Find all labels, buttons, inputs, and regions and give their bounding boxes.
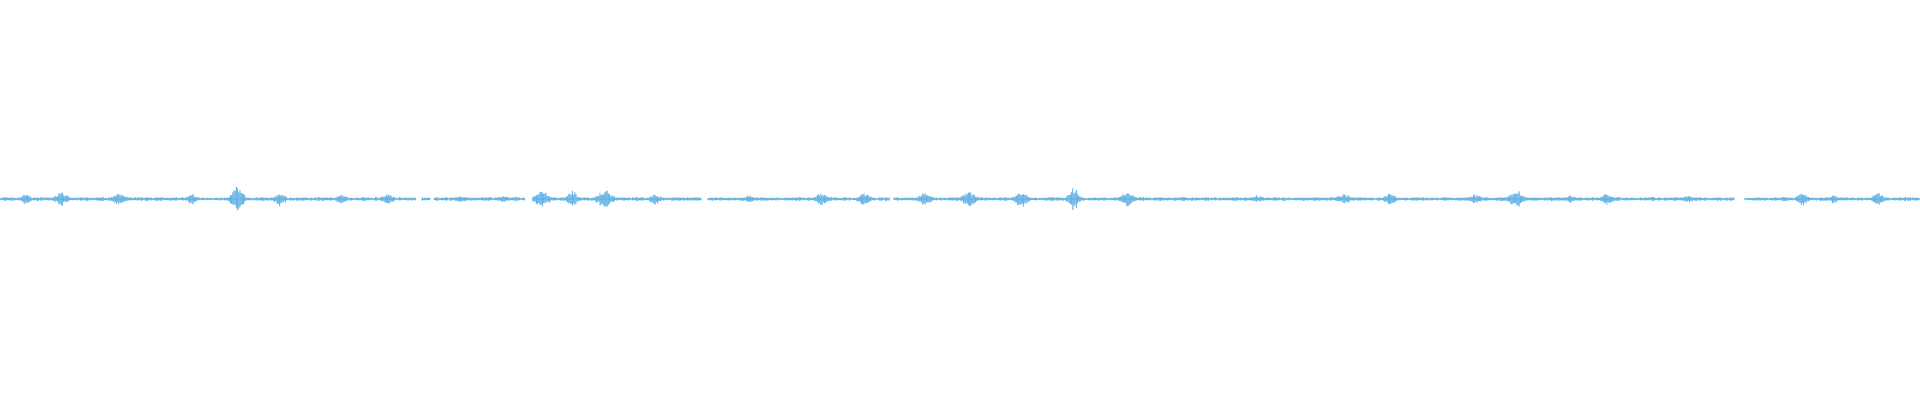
waveform-channel — [0, 186, 1920, 211]
